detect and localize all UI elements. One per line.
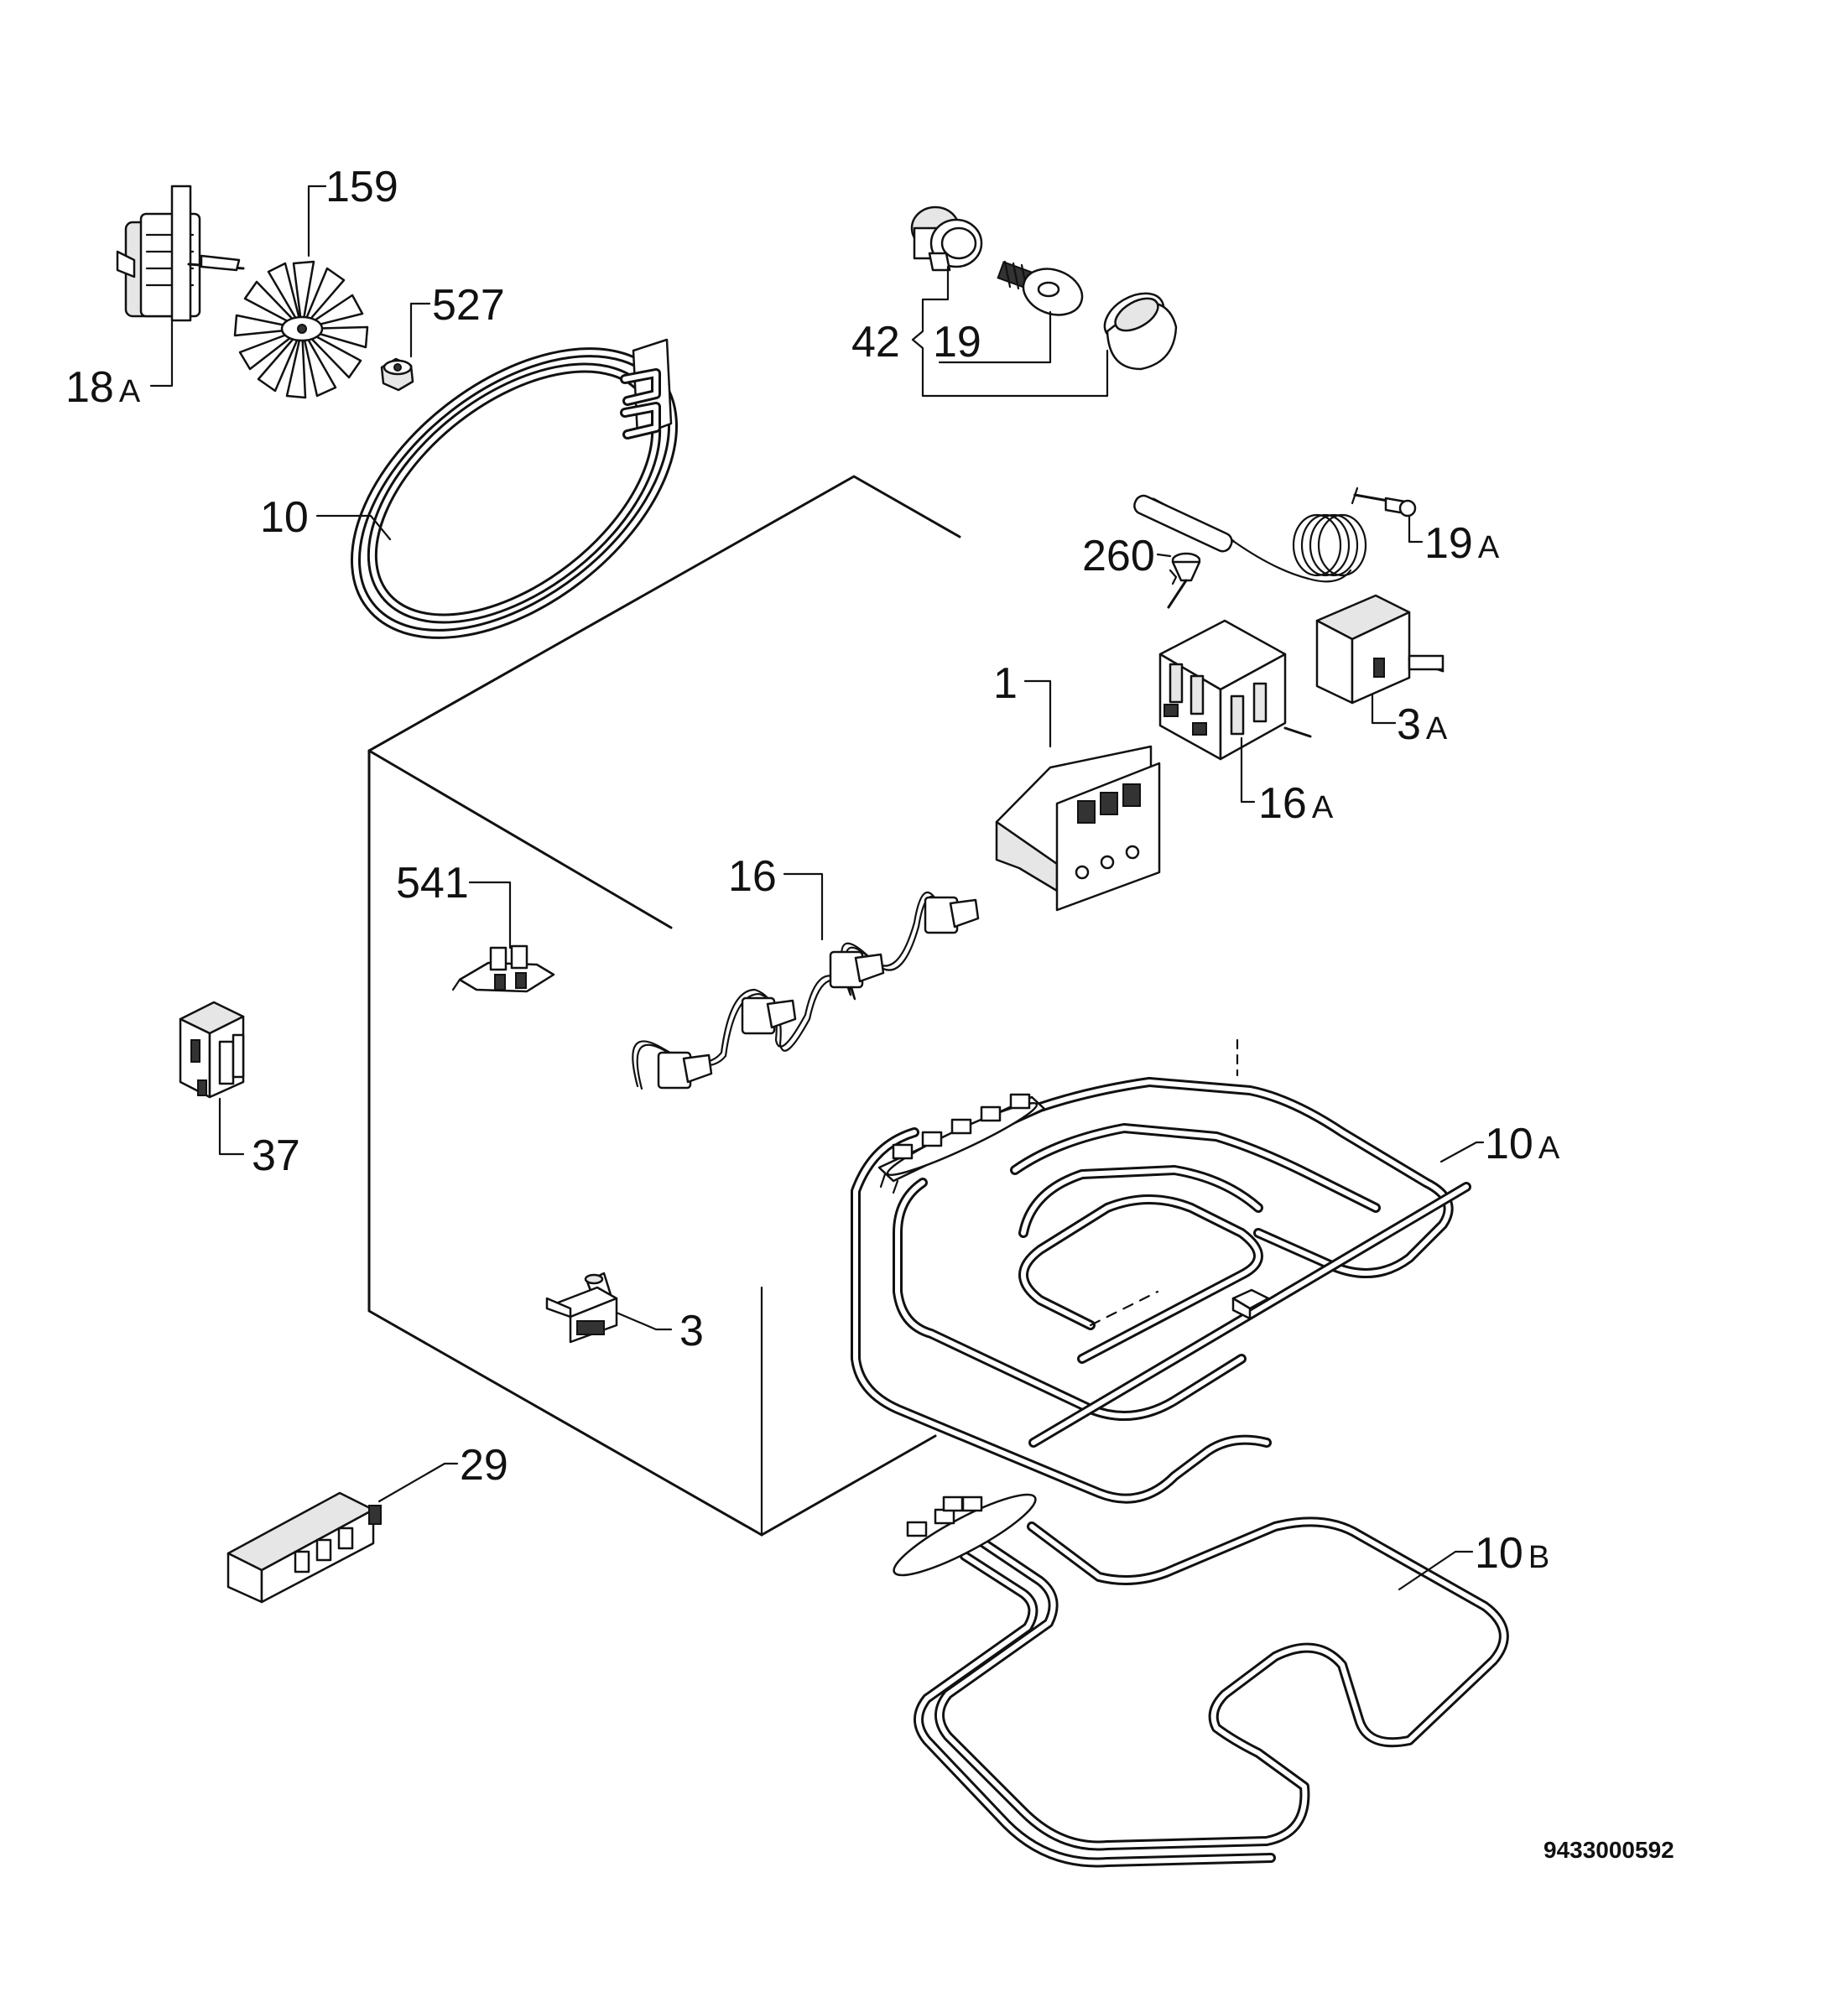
label-541: 541 (396, 859, 469, 908)
label-16: 16 (728, 852, 777, 901)
fan-motor-icon (116, 185, 245, 322)
callout-260: 260 (1082, 532, 1172, 580)
callout-10: 10 (260, 493, 392, 542)
label-19: 19 (933, 318, 981, 367)
circular-heating-element-icon (351, 338, 678, 639)
label-42: 42 (851, 318, 900, 367)
digital-timer-icon (995, 745, 1161, 912)
oven-cavity (367, 475, 961, 1537)
label-37: 37 (252, 1131, 300, 1180)
terminal-block-icon (226, 1491, 382, 1604)
door-switch-icon (179, 1001, 245, 1099)
callout-3: 3 (615, 1307, 704, 1355)
label-3: 3 (679, 1307, 704, 1355)
terminal-icon (1351, 486, 1417, 518)
lamp-bulb-icon (997, 260, 1084, 316)
callout-541: 541 (396, 859, 512, 949)
callout-29: 29 (377, 1441, 508, 1503)
indicator-lights-icon (632, 891, 980, 1090)
thermostat-icon (1133, 494, 1445, 705)
callout-37: 37 (218, 1097, 300, 1180)
callout-16: 16 (728, 852, 824, 941)
callout-159: 159 (307, 163, 398, 257)
screw-icon (1167, 552, 1201, 609)
callout-42: 42 19 (851, 265, 1109, 398)
selector-switch-icon (1158, 619, 1312, 761)
callout-527: 527 (409, 281, 505, 358)
lamp-cover-icon (1103, 292, 1178, 371)
fan-blade-icon (233, 260, 369, 399)
label-159: 159 (325, 163, 398, 211)
lamp-assembly-icon (910, 205, 983, 272)
document-id: 9433000592 (1543, 1837, 1674, 1863)
label-527: 527 (432, 281, 505, 330)
nut-icon (380, 357, 414, 392)
label-29: 29 (460, 1441, 508, 1490)
label-10: 10 (260, 493, 309, 542)
grill-element-icon (851, 1038, 1471, 1504)
bottom-element-icon (893, 1493, 1509, 1868)
callout-1: 1 (993, 659, 1052, 748)
connector-icon (451, 944, 555, 993)
label-1: 1 (993, 659, 1018, 708)
label-260: 260 (1082, 532, 1155, 580)
safety-thermostat-icon (545, 1272, 618, 1344)
